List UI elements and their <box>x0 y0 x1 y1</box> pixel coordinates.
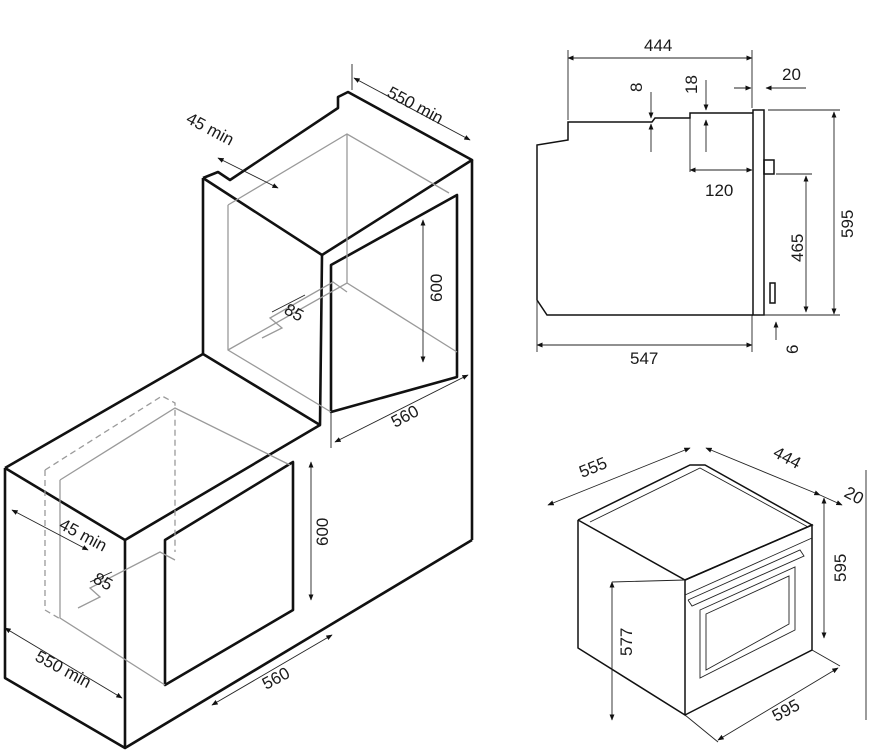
side-120-label: 120 <box>705 181 733 200</box>
iso-door-handle <box>687 549 805 607</box>
iso-20-label: 20 <box>841 483 867 509</box>
iso-view: 555 444 20 595 577 595 <box>547 443 867 743</box>
side-547-label: 547 <box>630 349 658 368</box>
iso-444-dim-line <box>705 447 821 496</box>
top-cabinet-cutout <box>261 281 348 339</box>
side-view: 444 8 18 20 120 595 465 547 6 <box>536 36 857 368</box>
top-depth-dim-line <box>353 77 471 141</box>
top-height-label: 600 <box>427 274 446 302</box>
bottom-cabinet-cutout <box>77 551 176 609</box>
bottom-width-dim-line <box>211 634 333 706</box>
bottom-depth-dim-line <box>4 627 123 699</box>
iso-595-width-ext-l <box>684 714 719 743</box>
bottom-cabinet-opening <box>163 460 295 687</box>
top-gap-label: 45 min <box>183 109 237 150</box>
iso-door-window <box>699 566 796 679</box>
side-view-foot <box>769 282 776 304</box>
iso-595-width-label: 595 <box>769 695 803 725</box>
side-view-front-panel <box>752 109 765 316</box>
top-cabinet-hidden-floor <box>227 282 458 353</box>
iso-577-ext <box>611 579 686 583</box>
bottom-cutout-dim-line <box>89 571 113 583</box>
iso-595-width-ext-r <box>811 649 841 667</box>
top-cabinet-left-face <box>201 178 324 427</box>
iso-555-dim-line <box>547 447 691 506</box>
side-view-knob <box>763 159 775 175</box>
bottom-depth-label: 550 min <box>32 647 94 692</box>
top-depth-label: 550 min <box>384 83 446 128</box>
bottom-gap-label: 45 min <box>56 515 110 556</box>
side-view-body <box>536 112 753 316</box>
side-18-label: 18 <box>682 75 701 94</box>
side-20-label: 20 <box>782 65 801 84</box>
iso-door-window-inner <box>705 575 790 671</box>
bottom-cutout-label: 85 <box>90 569 116 595</box>
side-444-label: 444 <box>644 36 672 55</box>
bottom-gap-dim-line <box>11 509 89 551</box>
iso-555-label: 555 <box>576 453 609 481</box>
top-width-dim-line <box>334 374 469 443</box>
top-cutout-dim-line <box>271 294 306 313</box>
top-cabinet: 550 min 45 min 600 560 85 <box>183 64 474 540</box>
bottom-height-label: 600 <box>313 518 332 546</box>
top-cutout-label: 85 <box>281 300 307 326</box>
iso-top-face <box>577 464 814 581</box>
bottom-cabinet-hidden-back <box>44 395 176 552</box>
iso-595-height-label: 595 <box>831 554 850 582</box>
bottom-cabinet-top-edge <box>4 352 204 470</box>
top-width-label: 560 <box>388 401 422 431</box>
bottom-width-label: 560 <box>259 663 293 693</box>
bottom-cabinet-front <box>3 468 127 750</box>
side-595-label: 595 <box>838 210 857 238</box>
iso-577-label: 577 <box>617 628 636 656</box>
side-6-label: 6 <box>783 345 802 354</box>
iso-595-width-dim-line <box>717 667 839 741</box>
bottom-cabinet-hidden-left <box>44 470 63 621</box>
top-cabinet-opening <box>329 193 459 414</box>
iso-control-band <box>684 537 813 596</box>
iso-left-face <box>577 520 686 717</box>
iso-20-dim-line <box>819 494 843 506</box>
side-465-label: 465 <box>788 234 807 262</box>
bottom-cabinet-hidden-inner <box>59 407 291 481</box>
top-gap-dim-line <box>217 157 279 189</box>
side-8-label: 8 <box>627 83 646 92</box>
iso-444-label: 444 <box>770 443 804 473</box>
bottom-cabinet-right-base <box>124 538 473 750</box>
